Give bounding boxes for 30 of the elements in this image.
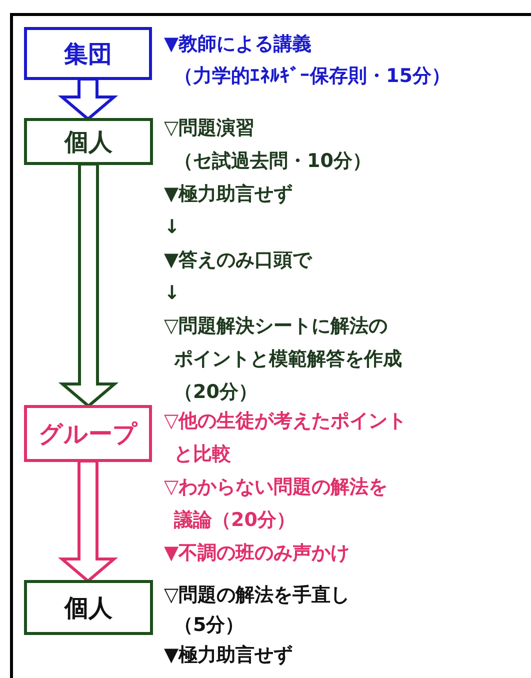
step-note: ▽問題の解法を手直し (164, 583, 350, 608)
stage-label: 個人 (64, 126, 112, 158)
step-note: （セ試過去問・10分） (174, 149, 372, 174)
step-note: ▼教師による講義 (164, 32, 312, 57)
step-note: ▽問題解決シートに解法の (164, 314, 388, 339)
step-note: ↓ (164, 281, 180, 306)
block-arrow (58, 78, 118, 121)
step-note: ▼答えのみ口頭で (164, 248, 312, 273)
step-note: 議論（20分） (174, 508, 296, 533)
stage-label: グループ (38, 418, 138, 450)
step-note: （力学的ｴﾈﾙｷﾞｰ保存則・15分） (174, 64, 450, 89)
step-note: と比較 (174, 442, 231, 467)
stage-label: 個人 (64, 592, 112, 624)
stage-box (24, 118, 153, 165)
stage-label: 集団 (64, 38, 112, 70)
stage-box (24, 405, 152, 462)
step-note: （5分） (174, 613, 244, 638)
step-note: ▼極力助言せず (164, 643, 293, 668)
step-note: ↓ (164, 215, 180, 240)
step-note: ポイントと模範解答を作成 (174, 347, 402, 372)
stage-box (24, 27, 152, 80)
block-arrow (58, 162, 119, 408)
step-note: ▽他の生徒が考えたポイント (164, 409, 407, 434)
block-arrow (58, 460, 118, 583)
stage-box (24, 580, 153, 635)
step-note: ▽問題演習 (164, 116, 255, 141)
step-note: ▼不調の班のみ声かけ (164, 541, 350, 566)
step-note: ▽わからない問題の解法を (164, 475, 388, 500)
step-note: （20分） (174, 380, 258, 405)
step-note: ▼極力助言せず (164, 182, 293, 207)
